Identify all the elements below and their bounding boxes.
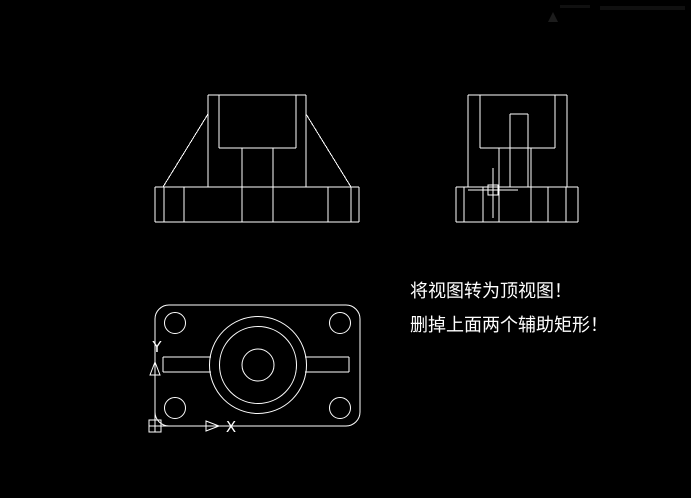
crosshair-cursor xyxy=(468,168,518,218)
ucs-icon: XY xyxy=(148,338,236,436)
top-view-circle[interactable] xyxy=(241,348,275,382)
ucs-y-label: Y xyxy=(151,338,162,356)
top-view-circle[interactable] xyxy=(209,316,307,414)
front-view-edge[interactable] xyxy=(305,113,352,188)
pickbox xyxy=(487,184,499,196)
front-view-edge[interactable] xyxy=(162,113,209,188)
watermark xyxy=(548,5,685,22)
annotation-text-line-2[interactable]: 删掉上面两个辅助矩形！ xyxy=(410,315,608,335)
side-view[interactable] xyxy=(455,94,579,223)
top-view[interactable] xyxy=(154,304,361,427)
watermark-triangle-icon xyxy=(548,12,558,22)
top-view-circle[interactable] xyxy=(329,312,351,334)
top-view-circle[interactable] xyxy=(219,326,297,404)
ucs-x-arrow-icon xyxy=(205,420,221,432)
annotation-text-line-1[interactable]: 将视图转为顶视图！ xyxy=(410,281,572,301)
watermark-streak xyxy=(560,5,590,8)
ucs-y-arrow-icon xyxy=(149,360,161,376)
ucs-x-label: X xyxy=(226,418,236,436)
top-view-outline[interactable] xyxy=(154,304,361,427)
top-view-circle[interactable] xyxy=(164,397,186,419)
top-view-circle[interactable] xyxy=(329,397,351,419)
top-view-circle[interactable] xyxy=(164,312,186,334)
watermark-streak xyxy=(600,6,685,10)
front-view[interactable] xyxy=(154,94,360,223)
